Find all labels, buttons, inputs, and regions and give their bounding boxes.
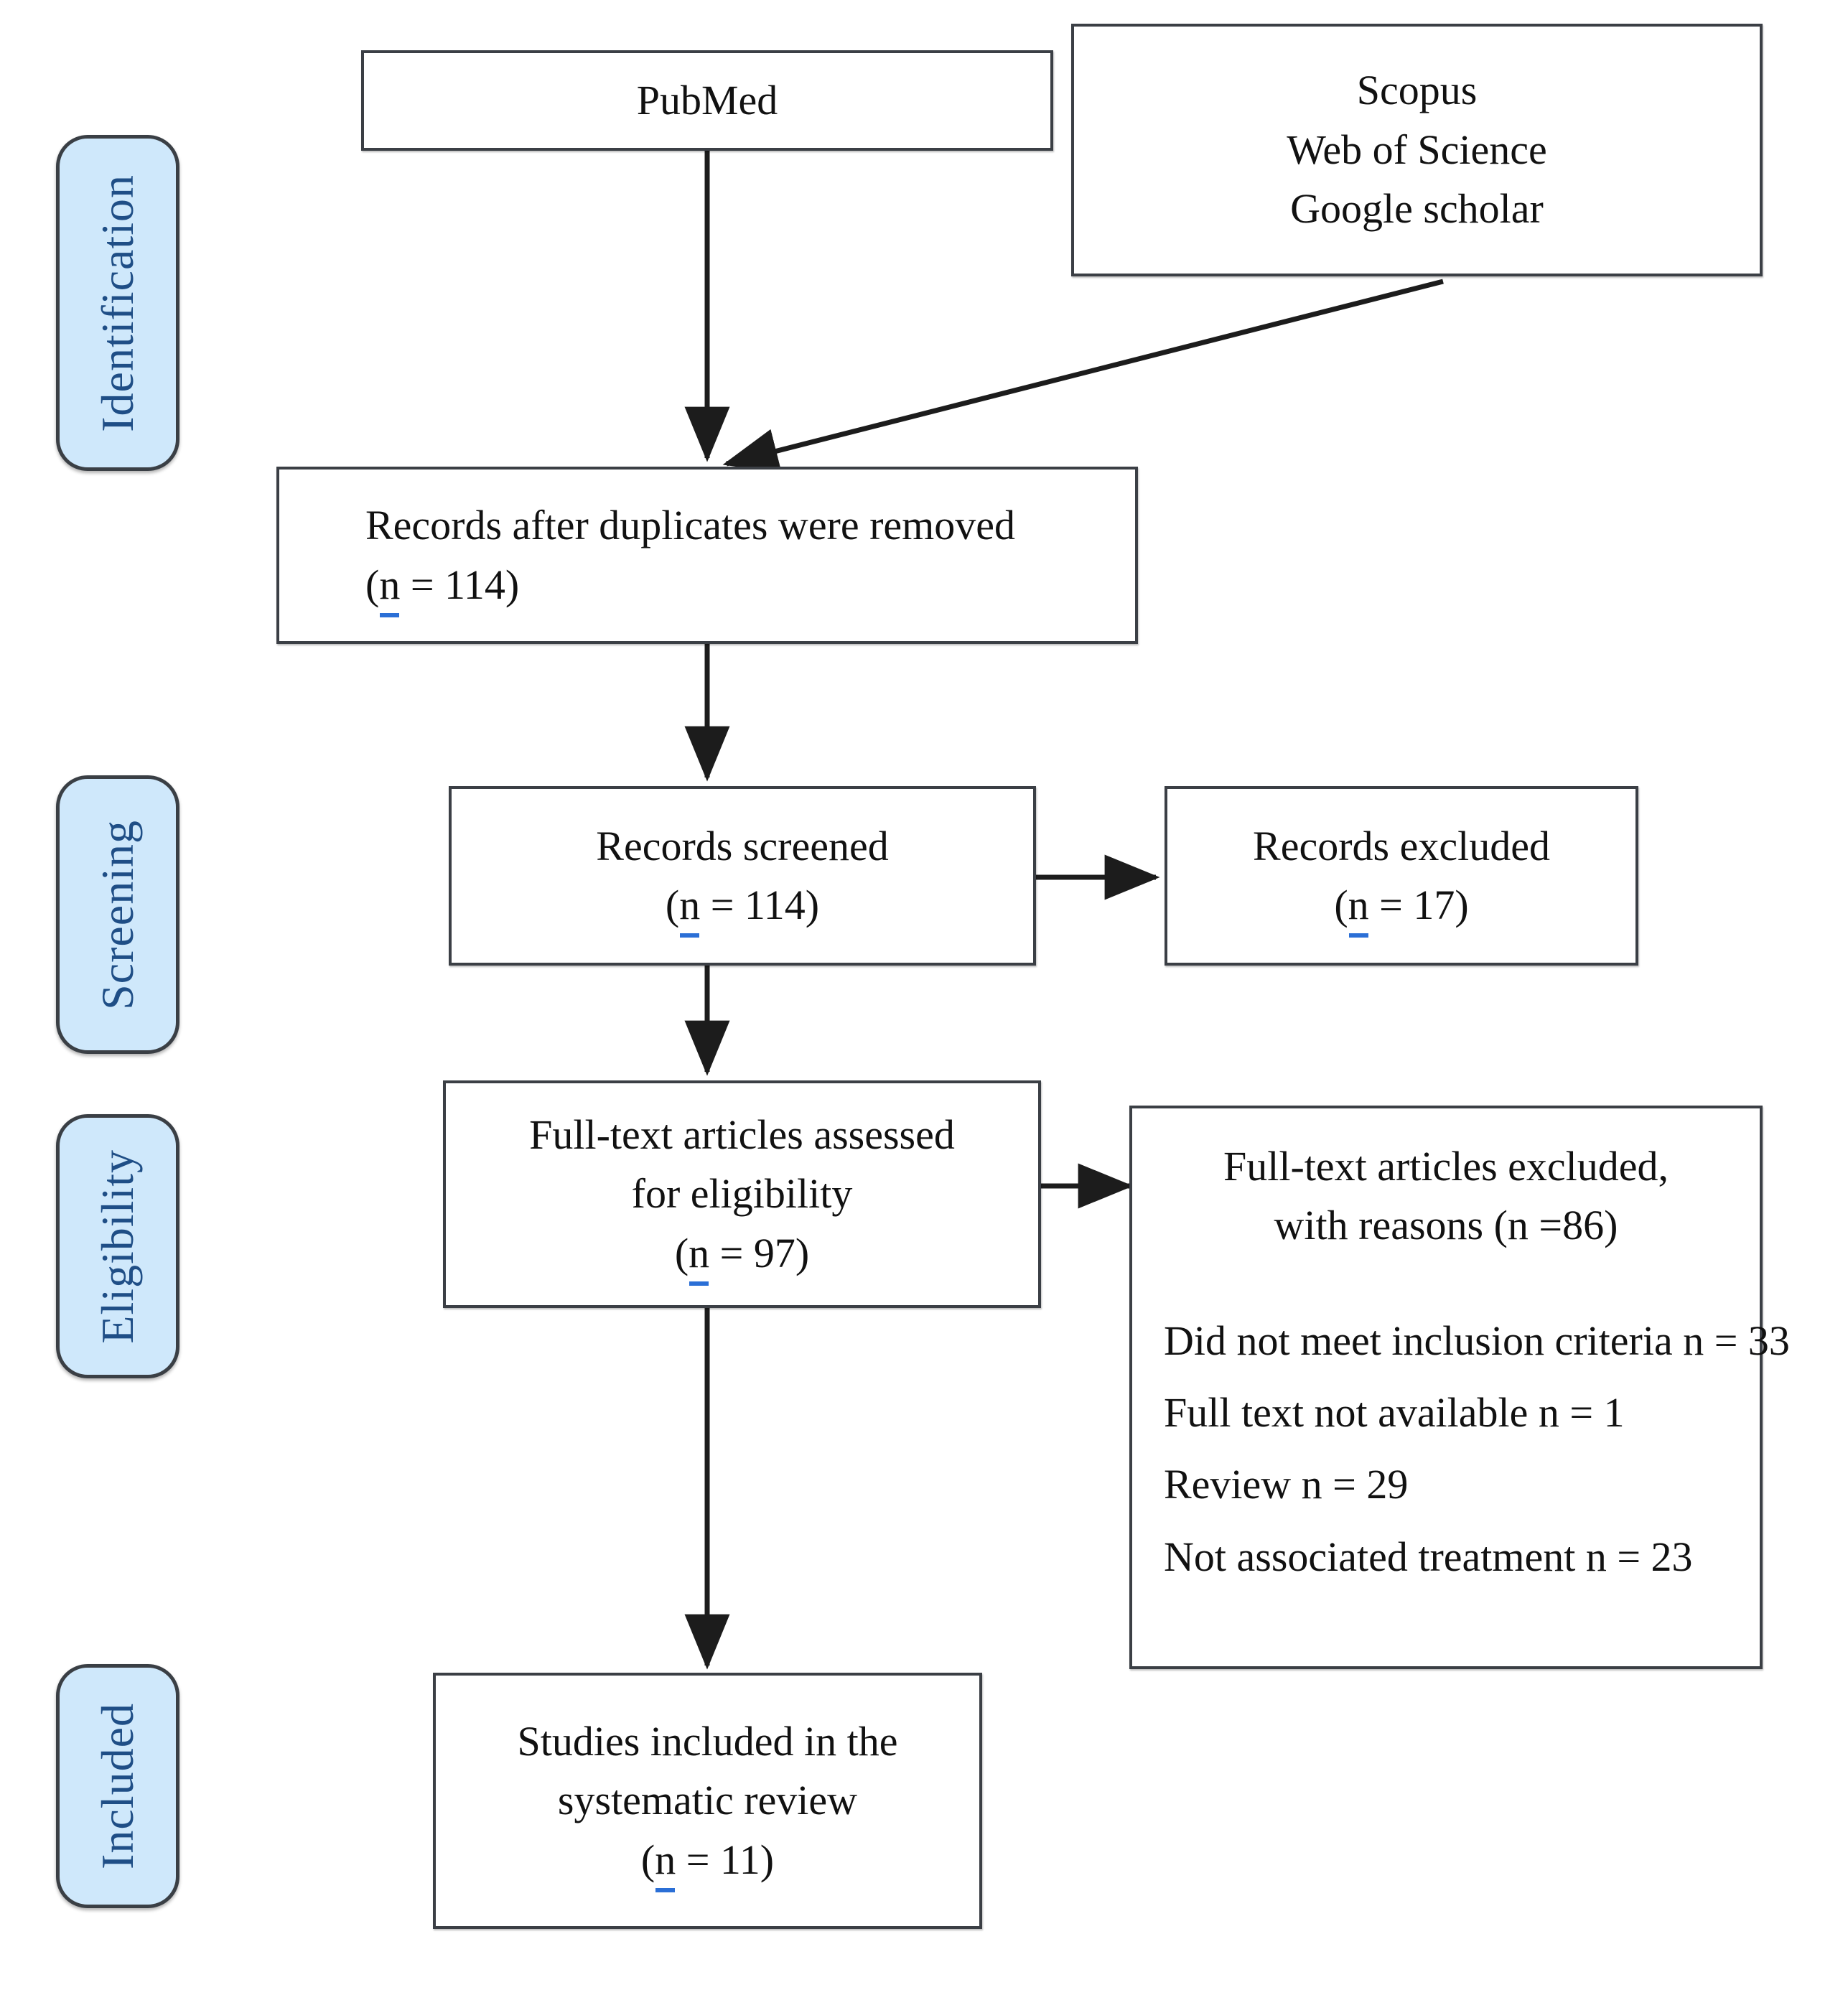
paren-open: ( (674, 1229, 689, 1276)
paren-open: ( (665, 882, 680, 928)
n-symbol: n (679, 876, 700, 938)
box-fulltext-excluded-line-1: Full-text articles excluded, (1223, 1143, 1669, 1190)
box-studies-included-line-3: (n = 11) (640, 1831, 775, 1893)
stage-label-screening: Screening (92, 819, 143, 1010)
box-fulltext-excluded-header: Full-text articles excluded, with reason… (1164, 1137, 1728, 1256)
stage-pill-included: Included (56, 1664, 179, 1908)
box-other-databases-line-1: Scopus (1356, 67, 1478, 114)
n-symbol: n (655, 1831, 676, 1893)
n-symbol: n (689, 1224, 709, 1286)
exclusion-reason-item: Review n = 29 (1164, 1461, 1409, 1508)
box-other-databases: Scopus Web of Science Google scholar (1071, 24, 1763, 276)
box-fulltext-assessed-line-2: for eligibility (631, 1170, 853, 1218)
box-pubmed-line-1: PubMed (636, 76, 778, 123)
box-other-databases-line-3: Google scholar (1290, 185, 1544, 233)
box-fulltext-assessed: Full-text articles assessed for eligibil… (443, 1080, 1041, 1308)
box-studies-included-line-1: Studies included in the (517, 1717, 898, 1765)
box-fulltext-assessed-line-1: Full-text articles assessed (529, 1111, 955, 1158)
paren-open: ( (1334, 882, 1348, 928)
stage-pill-identification: Identification (56, 135, 179, 471)
stage-label-eligibility: Eligibility (92, 1149, 143, 1344)
box-fulltext-excluded: Full-text articles excluded, with reason… (1129, 1106, 1790, 1669)
exclusion-reason-item: Full text not available n = 1 (1164, 1389, 1625, 1437)
count-value: = 114) (400, 561, 520, 608)
box-records-excluded: Records excluded (n = 17) (1165, 786, 1638, 966)
box-fulltext-assessed-line-3: (n = 97) (674, 1224, 810, 1286)
exclusion-reason-item: Not associated treatment n = 23 (1164, 1533, 1693, 1580)
box-pubmed: PubMed (361, 50, 1053, 151)
n-symbol: n (379, 556, 400, 618)
count-value: = 114) (700, 882, 820, 928)
box-records-screened: Records screened (n = 114) (449, 786, 1036, 966)
box-records-after-duplicates: Records after duplicates were removed (n… (276, 467, 1138, 644)
paren-open: ( (640, 1836, 655, 1883)
box-records-excluded-line-1: Records excluded (1253, 822, 1550, 869)
box-studies-included: Studies included in the systematic revie… (433, 1673, 982, 1929)
stage-pill-eligibility: Eligibility (56, 1114, 179, 1378)
box-records-screened-line-1: Records screened (596, 822, 889, 869)
box-records-screened-line-2: (n = 114) (665, 876, 820, 938)
count-value: = 97) (709, 1229, 810, 1276)
arrow-databases-to-records (722, 279, 1444, 473)
box-records-after-duplicates-line-1: Records after duplicates were removed (365, 502, 1016, 549)
stage-pill-screening: Screening (56, 775, 179, 1054)
count-value: = 17) (1368, 882, 1469, 928)
exclusion-reason-item: Did not meet inclusion criteria n = 33 (1164, 1317, 1790, 1364)
box-other-databases-line-2: Web of Science (1287, 126, 1547, 173)
paren-open: ( (365, 561, 380, 608)
exclusion-reasons-list: Did not meet inclusion criteria n = 33 F… (1164, 1312, 1790, 1599)
box-fulltext-excluded-line-2: with reasons (n =86) (1274, 1202, 1618, 1249)
stage-label-identification: Identification (92, 174, 143, 432)
box-records-after-duplicates-line-2: (n = 114) (365, 556, 520, 618)
box-studies-included-line-2: systematic review (557, 1777, 858, 1824)
stage-label-included: Included (92, 1703, 143, 1869)
n-symbol: n (1348, 876, 1369, 938)
count-value: = 11) (676, 1836, 775, 1883)
box-records-excluded-line-2: (n = 17) (1334, 876, 1469, 938)
